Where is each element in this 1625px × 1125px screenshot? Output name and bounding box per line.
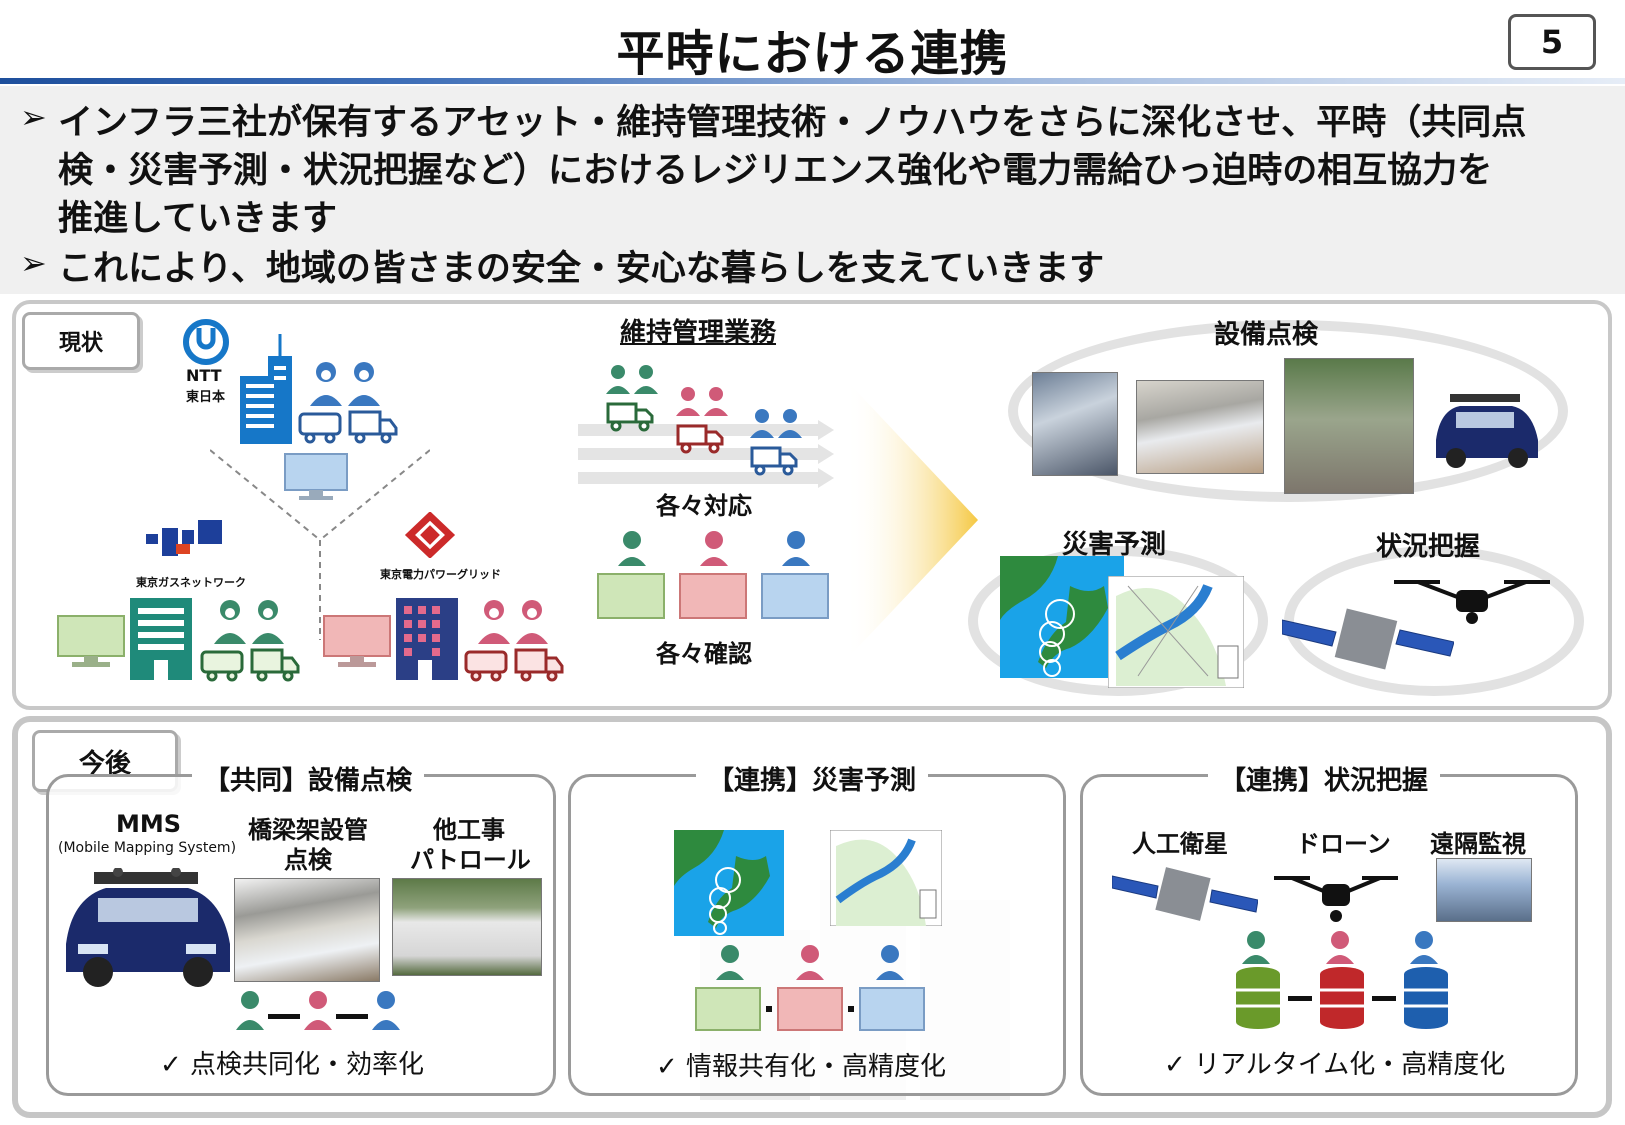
bridge-photo bbox=[1136, 380, 1264, 474]
patrol-car-photo bbox=[392, 878, 542, 976]
inspection-oval bbox=[1008, 320, 1568, 502]
maint-gas-team-icon bbox=[604, 364, 664, 434]
situation-benefit: ✓ リアルタイム化・高精度化 bbox=[1164, 1050, 1506, 1080]
bridge-label-line-2: 点検 bbox=[284, 846, 332, 874]
remote-monitoring-photo bbox=[1436, 858, 1532, 922]
tepco-logo-icon bbox=[404, 512, 456, 558]
ntt-logo-text: NTT bbox=[186, 366, 222, 385]
current-tag: 現状 bbox=[22, 312, 140, 370]
drone-small-icon bbox=[1390, 576, 1554, 626]
bullet-marker: ➢ bbox=[20, 244, 47, 282]
situation-box bbox=[1080, 774, 1578, 1096]
bridge-label-line-1: 橋梁架設管 bbox=[248, 816, 368, 844]
gas-vehicles-icon bbox=[200, 648, 300, 682]
gas-workers-icon bbox=[212, 598, 288, 644]
maintenance-title: 維持管理業務 bbox=[620, 318, 777, 348]
satellite-icon bbox=[1112, 862, 1258, 928]
mms-car-small-icon bbox=[1428, 388, 1544, 470]
satellite-small-icon bbox=[1282, 600, 1454, 676]
typhoon-map-icon bbox=[1000, 556, 1124, 678]
joint-inspection-title: 【共同】設備点検 bbox=[192, 760, 425, 797]
satellite-label: 人工衛星 bbox=[1132, 830, 1228, 858]
bullet-1-line-3: 推進していきます bbox=[58, 199, 337, 239]
page-title: 平時における連携 bbox=[616, 26, 1009, 82]
connection-lines bbox=[210, 440, 430, 640]
mms-sublabel: (Mobile Mapping System) bbox=[58, 840, 237, 856]
disaster-box bbox=[568, 774, 1066, 1096]
mms-label: MMS bbox=[116, 810, 182, 838]
ntt-logo-subtext: 東日本 bbox=[186, 390, 226, 405]
situation-title: 【連携】状況把握 bbox=[1208, 760, 1441, 797]
tepco-label: 東京電力パワーグリッド bbox=[380, 568, 501, 581]
page-number: 5 bbox=[1508, 14, 1596, 70]
summary-bullets: ➢ インフラ三社が保有するアセット・維持管理技術・ノウハウをさらに深化させ、平時… bbox=[0, 86, 1625, 294]
drone-icon bbox=[1272, 872, 1400, 924]
gas-building-icon bbox=[130, 598, 192, 680]
ntt-logo-icon bbox=[180, 318, 232, 366]
tepco-vehicles-icon bbox=[464, 648, 564, 682]
maint-tepco-team-icon bbox=[674, 386, 734, 456]
patrol-label-line-2: パトロール bbox=[410, 846, 531, 874]
each-response-label: 各々対応 bbox=[656, 492, 752, 520]
disaster-title: 【連携】災害予測 bbox=[696, 760, 929, 797]
each-confirm-label: 各々確認 bbox=[656, 640, 752, 668]
tokyo-gas-logo-icon bbox=[146, 520, 226, 556]
drone-label: ドローン bbox=[1296, 830, 1391, 858]
joint-benefit: ✓ 点検共同化・効率化 bbox=[160, 1050, 425, 1080]
tepco-pc-icon bbox=[322, 614, 394, 670]
sidewalk-inspection-photo bbox=[1284, 358, 1414, 494]
awareness-oval bbox=[1284, 546, 1584, 696]
hazard-map-large-icon bbox=[830, 830, 942, 926]
tokyo-gas-label: 東京ガスネットワーク bbox=[136, 576, 246, 589]
disaster-benefit: ✓ 情報共有化・高精度化 bbox=[656, 1052, 947, 1082]
shared-databases-icon bbox=[1234, 930, 1464, 1030]
hazard-map-icon bbox=[1108, 576, 1244, 688]
bullet-2: これにより、地域の皆さまの安全・安心な暮らしを支えていきます bbox=[58, 249, 1105, 289]
disaster-prediction-label: 災害予測 bbox=[1062, 530, 1167, 560]
shared-pc-icon bbox=[283, 452, 349, 502]
patrol-label-line-1: 他工事 bbox=[433, 816, 505, 844]
future-tag-label: 今後 bbox=[78, 748, 131, 779]
remote-monitoring-label: 遠隔監視 bbox=[1430, 830, 1526, 858]
ntt-building-icon bbox=[238, 334, 296, 444]
joint-team-icon bbox=[234, 990, 404, 1034]
bullet-1-line-2: 検・災害予測・状況把握など）におけるレジリエンス強化や電力需給ひっ迫時の相互協力… bbox=[58, 151, 1493, 191]
ntt-workers-icon bbox=[308, 360, 384, 406]
gas-pc-icon bbox=[56, 614, 128, 670]
monitor-row-current bbox=[594, 530, 834, 630]
title-rule bbox=[0, 78, 1625, 84]
bullet-1-line-1: インフラ三社が保有するアセット・維持管理技術・ノウハウをさらに深化させ、平時（共… bbox=[58, 103, 1527, 143]
shared-monitors-icon bbox=[692, 944, 928, 1040]
tepco-workers-icon bbox=[476, 598, 552, 644]
ntt-vehicles-icon bbox=[298, 410, 398, 444]
situation-awareness-label: 状況把握 bbox=[1376, 532, 1481, 562]
tepco-building-icon bbox=[396, 598, 458, 680]
equipment-inspection-label: 設備点検 bbox=[1214, 320, 1319, 350]
utility-pole-photo bbox=[1032, 372, 1118, 476]
bridge-inspection-photo bbox=[234, 878, 380, 982]
transition-chevron-icon bbox=[846, 380, 982, 660]
bullet-marker: ➢ bbox=[20, 98, 47, 136]
typhoon-map-large-icon bbox=[674, 830, 784, 936]
maint-ntt-team-icon bbox=[748, 408, 808, 478]
prediction-oval bbox=[968, 546, 1268, 696]
mms-car-icon bbox=[58, 868, 236, 990]
